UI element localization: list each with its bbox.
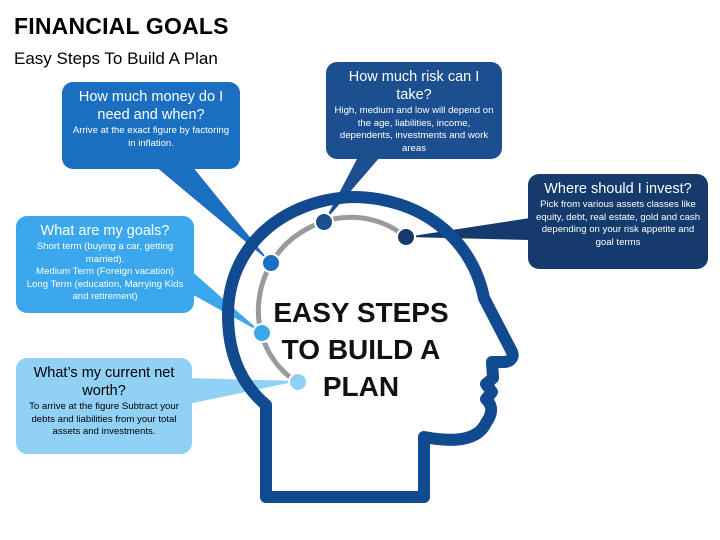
center-line-2: TO BUILD A: [281, 334, 441, 365]
invest-bubble: Where should I invest? Pick from various…: [528, 174, 708, 269]
risk-bubble-tail: [324, 157, 380, 222]
center-line-3: PLAN: [322, 371, 400, 402]
node-worth: [288, 372, 308, 392]
steps-arc: [255, 214, 409, 386]
goals-long-term: Long Term (education, Marrying Kids and …: [26, 278, 184, 303]
worth-body: To arrive at the figure Subtract your de…: [29, 401, 179, 438]
worth-bubble: What’s my current net worth? To arrive a…: [16, 358, 192, 454]
head-outline: [222, 191, 519, 503]
worth-bubble-tail: [188, 378, 298, 404]
node-invest: [396, 227, 416, 247]
goals-bubble: What are my goals? Short term (buying a …: [16, 216, 194, 313]
goals-heading: What are my goals?: [40, 223, 170, 239]
invest-bubble-tail: [406, 218, 530, 240]
invest-heading: Where should I invest?: [544, 181, 692, 197]
goals-short-term: Short term (buying a car, getting marrie…: [36, 241, 174, 265]
page-subtitle: Easy Steps To Build A Plan: [14, 49, 218, 68]
invest-body: Pick from various assets classes like eq…: [535, 199, 701, 248]
worth-heading: What’s my current net worth?: [33, 365, 175, 399]
node-risk: [314, 212, 334, 232]
money-bubble-tail: [155, 166, 270, 262]
node-goals: [252, 323, 272, 343]
risk-heading: How much risk can I take?: [348, 69, 480, 103]
node-money: [261, 253, 281, 273]
money-heading: How much money do I need and when?: [78, 89, 224, 123]
goals-medium-term: Medium Term (Foreign vacation): [36, 266, 174, 278]
center-line-1: EASY STEPS: [273, 297, 449, 328]
risk-bubble: How much risk can I take? High, medium a…: [326, 62, 502, 159]
money-body: Arrive at the exact figure by factoring …: [72, 125, 230, 149]
page-title: FINANCIAL GOALS: [14, 13, 229, 39]
center-label: EASY STEPS TO BUILD A PLAN: [262, 294, 460, 405]
risk-body: High, medium and low will depend on the …: [334, 105, 494, 154]
money-bubble: How much money do I need and when? Arriv…: [62, 82, 240, 169]
